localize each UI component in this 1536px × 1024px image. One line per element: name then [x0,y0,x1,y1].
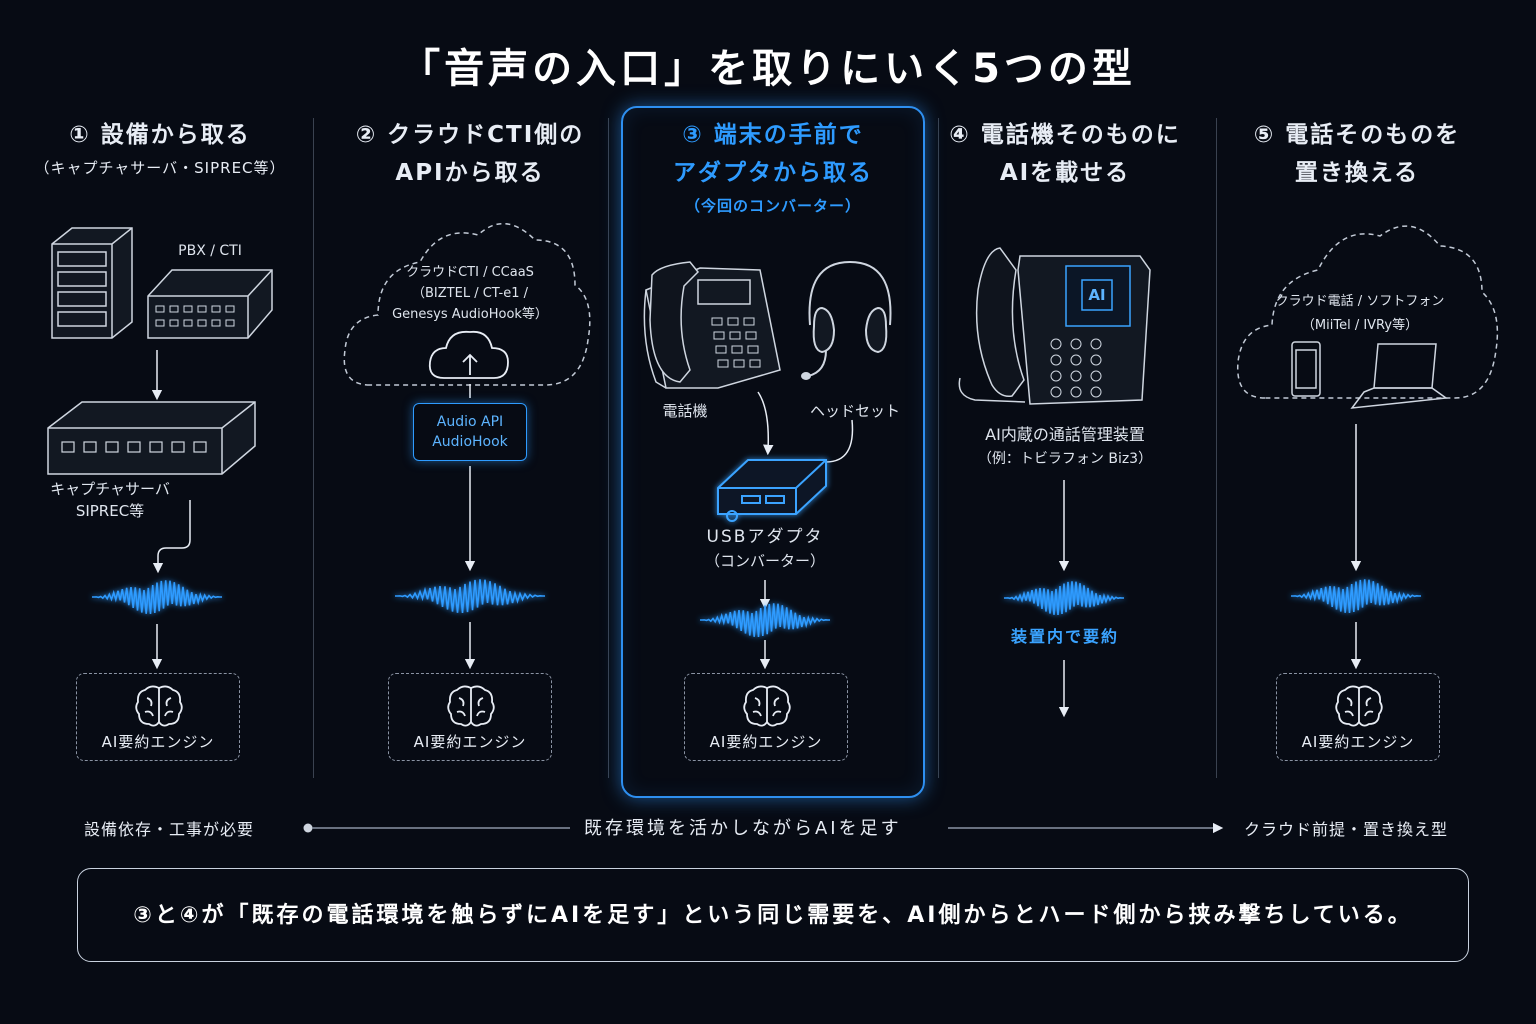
brain-icon [743,685,791,727]
axis-right-label: クラウド前提・置き換え型 [1244,820,1449,839]
highlight-frame [621,106,925,798]
flow-arrow [152,500,191,574]
axis-start-dot [303,823,313,833]
column-divider [1216,118,1217,778]
usb-adapter-label: USBアダプタ [706,527,824,547]
phone-label: 電話機 [662,402,708,420]
cloud-icon [343,222,591,386]
server-tower-icon [51,227,133,339]
summary-text: ③と④が「既存の電話環境を触らずにAIを足す」という同じ需要を、AI側からとハー… [133,903,1413,928]
axis-center-label: 既存環境を活かしながらAIを足す [584,818,902,839]
column-3-heading: ③ 端末の手前で アダプタから取る （今回のコンバーター） [673,122,873,215]
column-divider [608,118,609,778]
cloud-upload-icon [428,330,509,379]
column-1-heading: ① 設備から取る （キャプチャサーバ・SIPREC等） [34,122,286,177]
brain-icon [1335,685,1383,727]
pbx-box-icon [147,269,273,339]
flow-arrow [757,391,774,456]
brain-icon [447,685,495,727]
sound-wave-icon [700,603,830,637]
ai-phone-icon [958,247,1151,405]
sound-wave-icon [395,579,545,613]
usb-adapter-icon [717,459,827,522]
column-divider [938,118,939,778]
cloud-cti-label: クラウドCTI / CCaaS （BIZTEL / CT-e1 / Genesy… [392,265,548,322]
headset-label: ヘッドセット [809,402,900,420]
in-device-summary-note: 装置内で要約 [1010,627,1119,646]
ai-engine-box: AI要約エンジン [684,673,848,761]
audio-api-box: Audio API AudioHook [413,403,527,461]
ai-engine-box: AI要約エンジン [76,673,240,761]
siprec-label: SIPREC等 [75,502,145,520]
column-5-heading: ⑤ 電話そのものを 置き換える [1253,122,1461,186]
brain-icon [135,685,183,727]
ai-device-example: （例：トビラフォン Biz3） [977,451,1153,467]
ai-engine-box: AI要約エンジン [1276,673,1440,761]
column-4-heading: ④ 電話機そのものに AIを載せる [949,122,1181,186]
converter-label: （コンバーター） [704,552,825,570]
smartphone-icon [1291,341,1321,397]
headset-icon [801,260,892,380]
page-title: 「音声の入口」を取りにいく5つの型 [400,46,1136,92]
axis-left-label: 設備依存・工事が必要 [84,820,255,839]
ai-engine-box: AI要約エンジン [388,673,552,761]
cloud-icon [1237,225,1499,399]
desk-phone-icon [643,261,781,389]
column-divider [313,118,314,778]
summary-box: ③と④が「既存の電話環境を触らずにAIを足す」という同じ需要を、AI側からとハー… [77,868,1469,962]
ai-chip-label: AI [1088,286,1106,304]
headset-cable [825,419,854,463]
laptop-icon [1350,343,1449,409]
column-2-heading: ② クラウドCTI側の APIから取る [355,122,585,186]
capture-server-label: キャプチャサーバ [50,480,170,498]
sound-wave-icon [1291,579,1421,613]
ai-device-label: AI内蔵の通話管理装置 [985,425,1145,444]
capture-server-icon [47,401,256,475]
sound-wave-icon [92,580,222,614]
pbx-cti-label: PBX / CTI [178,243,242,259]
sound-wave-icon [1004,581,1124,615]
cloud-phone-label: クラウド電話 / ソフトフォン （MiiTel / IVRy等） [1275,294,1445,333]
